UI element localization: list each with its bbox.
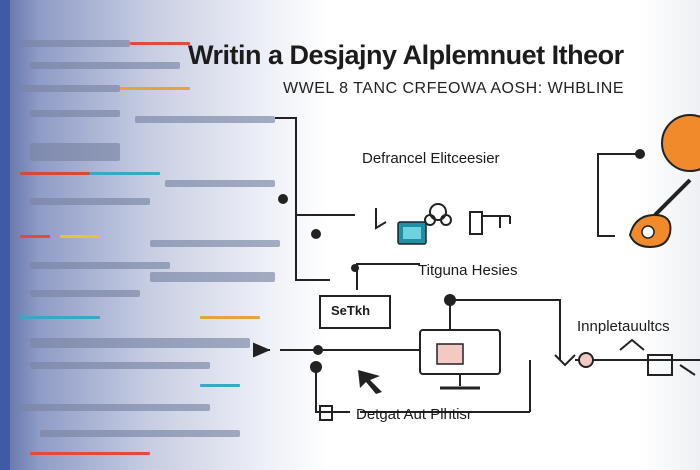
connector-lines	[275, 117, 700, 413]
connector-dot	[351, 264, 359, 272]
monitor-icon	[397, 221, 427, 245]
code-line	[30, 290, 140, 297]
key-icon	[469, 211, 511, 235]
connector-dot	[313, 345, 323, 355]
hand-icon	[554, 338, 696, 376]
code-accent	[20, 316, 100, 319]
code-line	[30, 62, 180, 69]
code-line	[30, 198, 150, 205]
screen-box-label: SeTkh	[331, 303, 371, 318]
connector-right	[450, 299, 561, 360]
code-line	[165, 180, 275, 187]
code-background-panel	[0, 0, 330, 470]
code-line	[20, 85, 120, 92]
code-accent	[200, 316, 260, 319]
code-line	[20, 40, 130, 47]
code-accent	[60, 235, 100, 238]
connector-dot	[635, 149, 645, 159]
code-accent	[130, 42, 190, 45]
connector-trunk	[275, 117, 330, 281]
code-line	[30, 110, 120, 117]
code-line	[30, 362, 210, 369]
connector-dot	[278, 194, 288, 204]
diagram-title: Writin a Desjajny Alplemnuet Itheor	[188, 40, 624, 70]
gear-icon	[424, 203, 452, 226]
paint-icon	[628, 114, 700, 249]
code-line	[150, 272, 275, 282]
connector-dot	[311, 229, 321, 239]
display-icon	[419, 329, 501, 390]
cursor-icon	[358, 370, 382, 394]
code-line	[30, 262, 170, 269]
code-accent	[20, 172, 90, 175]
code-line	[30, 338, 250, 348]
left-accent-stripe	[0, 0, 10, 470]
code-line	[40, 430, 240, 437]
connector-dot	[444, 294, 456, 306]
code-accent	[90, 172, 160, 175]
top-node-label: Defrancel Elitceesier	[362, 150, 500, 167]
connector-dot	[310, 361, 322, 373]
code-accent	[30, 452, 150, 455]
connector-right-bracket	[597, 153, 640, 237]
connector-bottom	[315, 370, 350, 413]
code-accent	[200, 384, 240, 387]
bottom-node-label: Detgat Aut Plhtisr	[356, 406, 472, 423]
code-accent	[20, 235, 50, 238]
screen-box-frame	[319, 295, 391, 329]
code-line	[150, 240, 280, 247]
mid-node-label: Titguna Hesies	[418, 262, 518, 279]
connector-dots	[278, 149, 645, 373]
code-line	[135, 116, 275, 123]
right-node-label: Innpletauultcs	[577, 318, 670, 335]
connector-mid-node	[356, 263, 420, 290]
code-line	[20, 404, 210, 411]
diagram-subtitle: WWEL 8 TANC CRFEOWA AOSH: WHBLINE	[283, 80, 624, 97]
code-block	[30, 143, 120, 161]
code-accent	[120, 87, 190, 90]
connector-widgets	[253, 208, 387, 421]
